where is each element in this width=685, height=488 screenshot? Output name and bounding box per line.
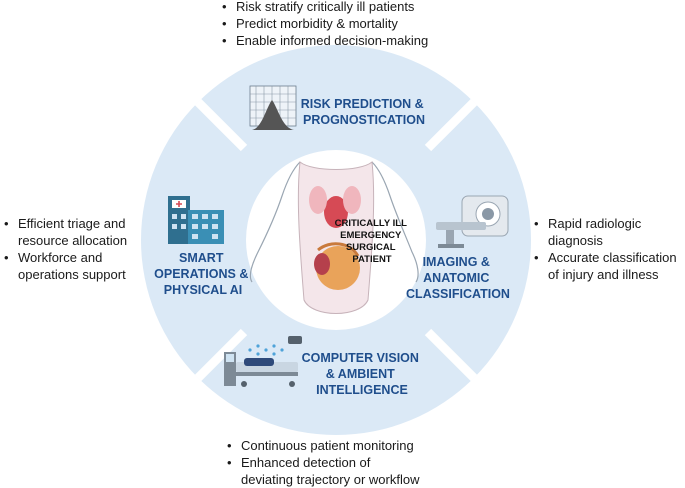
hospital-building-icon xyxy=(168,196,224,244)
list-item: Continuous patient monitoring xyxy=(225,437,455,454)
bullet-list-top: Risk stratify critically ill patients Pr… xyxy=(220,0,428,49)
list-item-line: operations support xyxy=(18,267,126,282)
bullet-list-right: Rapid radiologic diagnosis Accurate clas… xyxy=(532,215,682,283)
bullet-list-bottom: Continuous patient monitoring Enhanced d… xyxy=(225,437,455,488)
segment-label-top: RISK PREDICTION & PROGNOSTICATION xyxy=(301,97,427,127)
list-item-line: Accurate classification xyxy=(548,250,677,265)
list-item-line: resource allocation xyxy=(18,233,128,248)
ring-dividers xyxy=(194,98,478,382)
bullet-list-left: Efficient triage and resource allocation… xyxy=(2,215,162,283)
surface-plot-icon xyxy=(249,85,297,130)
list-item-line: of injury and illness xyxy=(548,267,659,282)
list-item: Risk stratify critically ill patients xyxy=(220,0,428,15)
human-torso-icon xyxy=(249,161,419,314)
list-item-line: Rapid radiologic xyxy=(548,216,642,231)
list-item: Predict morbidity & mortality xyxy=(220,15,428,32)
list-item: Accurate classification of injury and il… xyxy=(532,249,682,283)
list-item: Efficient triage and resource allocation xyxy=(2,215,162,249)
segment-label-left: SMART OPERATIONS & PHYSICAL AI xyxy=(154,251,252,297)
hospital-bed-camera-icon xyxy=(224,336,302,387)
list-item-line: Workforce and xyxy=(18,250,103,265)
list-item-line: deviating trajectory or workflow xyxy=(241,472,420,487)
segment-label-bottom: COMPUTER VISION & AMBIENT INTELLIGENCE xyxy=(302,351,423,397)
center-label: CRITICALLY ILL EMERGENCY SURGICAL PATIEN… xyxy=(335,218,410,265)
list-item: Rapid radiologic diagnosis xyxy=(532,215,682,249)
list-item-line: Efficient triage and xyxy=(18,216,126,231)
list-item: Enable informed decision-making xyxy=(220,32,428,49)
segment-label-right: IMAGING & ANATOMIC CLASSIFICATION xyxy=(406,255,510,301)
list-item: Workforce and operations support xyxy=(2,249,162,283)
list-item: Enhanced detection of deviating trajecto… xyxy=(225,454,455,488)
list-item-line: diagnosis xyxy=(548,233,603,248)
list-item-line: Enhanced detection of xyxy=(241,455,371,470)
ct-scanner-icon xyxy=(436,195,509,248)
